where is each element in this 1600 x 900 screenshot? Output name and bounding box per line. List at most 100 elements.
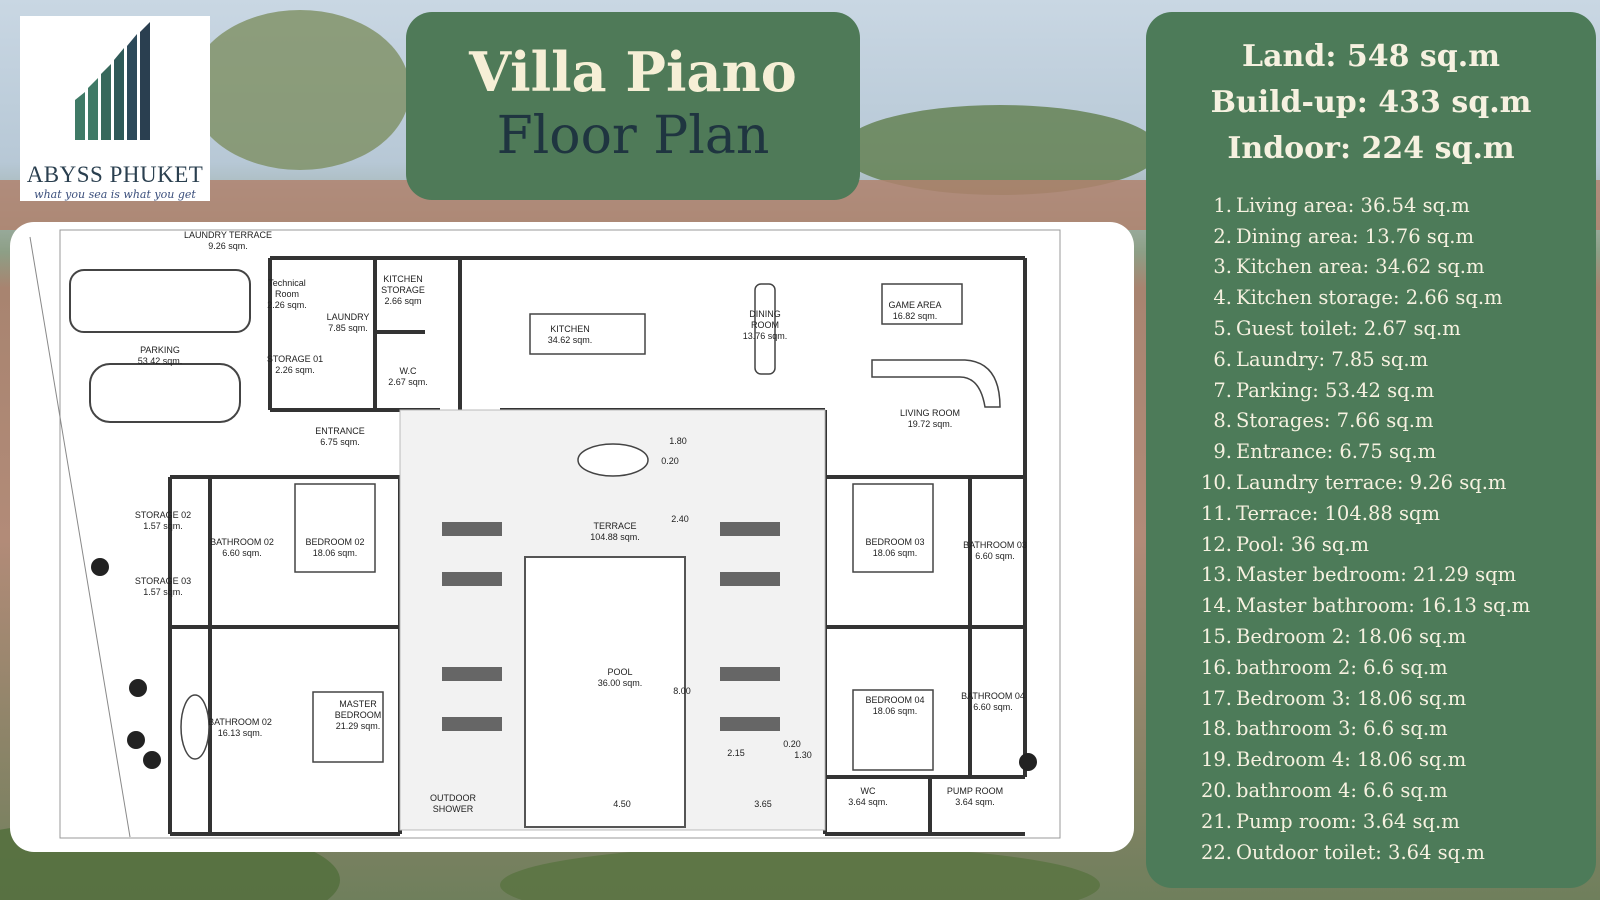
car-icon: [69, 269, 251, 333]
room-area-text: Bedroom 2: 18.06 sq.m: [1236, 625, 1467, 649]
room-list-item: 3.Kitchen area: 34.62 sq.m: [1146, 252, 1596, 283]
dining-table-icon: [754, 283, 776, 375]
label-game-area: GAME AREA: [888, 300, 941, 310]
area-info-panel: Land: 548 sq.m Build-up: 433 sq.m Indoor…: [1146, 12, 1596, 888]
room-number: 5.: [1213, 317, 1232, 341]
room-area-text: Master bedroom: 21.29 sqm: [1236, 563, 1517, 587]
bathtub-icon: [180, 694, 210, 760]
room-area-text: Outdoor toilet: 3.64 sq.m: [1236, 840, 1485, 864]
room-number: 11.: [1200, 501, 1232, 525]
label-bathroom03-area: 6.60 sqm.: [975, 551, 1015, 561]
room-number: 16.: [1200, 655, 1232, 679]
label-wc-outdoor-area: 3.64 sqm.: [848, 797, 888, 807]
room-list-item: 5.Guest toilet: 2.67 sq.m: [1146, 313, 1596, 344]
label-bedroom02-area: 18.06 sqm.: [313, 548, 358, 558]
car-icon: [89, 363, 241, 423]
room-area-text: bathroom 3: 6.6 sq.m: [1236, 717, 1448, 741]
floor-plan-svg: LAUNDRY TERRACE 9.26 sqm. Technical Room…: [29, 229, 1061, 839]
dim-label: 1.30: [794, 750, 812, 760]
beds: [294, 483, 934, 771]
label-parking-area: 53.42 sqm.: [138, 356, 183, 366]
room-number: 22.: [1200, 840, 1232, 864]
room-list-item: 22.Outdoor toilet: 3.64 sq.m: [1146, 837, 1596, 868]
buildup-area: Build-up: 433 sq.m: [1210, 85, 1532, 120]
logo-name: ABYSS PHUKET: [26, 162, 204, 187]
dim-label: 2.15: [727, 748, 745, 758]
label-storage01-area: 2.26 sqm.: [275, 365, 315, 375]
label-master-bedroom: MASTER: [339, 699, 377, 709]
room-number: 9.: [1213, 440, 1232, 464]
room-area-text: Parking: 53.42 sq.m: [1236, 378, 1435, 402]
room-area-text: Storages: 7.66 sq.m: [1236, 409, 1434, 433]
room-list-item: 21.Pump room: 3.64 sq.m: [1146, 806, 1596, 837]
label-master-bedroom-area: 21.29 sqm.: [336, 721, 381, 731]
room-number: 6.: [1213, 347, 1232, 371]
label-laundry-terrace: LAUNDRY TERRACE: [184, 230, 272, 240]
label-wc-area: 2.67 sqm.: [388, 377, 428, 387]
room-list-item: 9.Entrance: 6.75 sq.m: [1146, 436, 1596, 467]
room-number: 14.: [1200, 594, 1232, 618]
room-area-text: Master bathroom: 16.13 sq.m: [1236, 594, 1531, 618]
room-number: 12.: [1200, 532, 1232, 556]
label-master-bathroom: BATHROOM 02: [208, 717, 272, 727]
terrace-table-icon: [577, 443, 649, 477]
room-list-item: 15.Bedroom 2: 18.06 sq.m: [1146, 621, 1596, 652]
label-bathroom04-area: 6.60 sqm.: [973, 702, 1013, 712]
label-bedroom04-area: 18.06 sqm.: [873, 706, 918, 716]
room-list-item: 20.bathroom 4: 6.6 sq.m: [1146, 775, 1596, 806]
room-area-text: Dining area: 13.76 sq.m: [1236, 224, 1474, 248]
room-list-item: 2.Dining area: 13.76 sq.m: [1146, 221, 1596, 252]
title-card: Villa Piano Floor Plan: [406, 12, 860, 200]
label-bathroom02: BATHROOM 02: [210, 537, 274, 547]
room-number: 10.: [1200, 471, 1232, 495]
room-list-item: 11.Terrace: 104.88 sqm: [1146, 498, 1596, 529]
label-storage02-area: 1.57 sqm.: [143, 521, 183, 531]
room-area-text: Guest toilet: 2.67 sq.m: [1236, 317, 1461, 341]
room-area-text: Kitchen storage: 2.66 sq.m: [1236, 286, 1503, 310]
room-list-item: 1.Living area: 36.54 sq.m: [1146, 190, 1596, 221]
label-pump-room: PUMP ROOM: [947, 786, 1003, 796]
dim-label: 1.80: [669, 436, 687, 446]
dim-label: 3.65: [754, 799, 772, 809]
room-list-item: 8.Storages: 7.66 sq.m: [1146, 406, 1596, 437]
label-entrance-area: 6.75 sqm.: [320, 437, 360, 447]
label-storage03-area: 1.57 sqm.: [143, 587, 183, 597]
room-number: 17.: [1200, 686, 1232, 710]
label-laundry: LAUNDRY: [327, 312, 370, 322]
label-dining-area: 13.76 sqm.: [743, 331, 788, 341]
label-parking: PARKING: [140, 345, 180, 355]
label-pump-room-area: 3.64 sqm.: [955, 797, 995, 807]
label-storage01: STORAGE 01: [267, 354, 323, 364]
label-wc-outdoor: WC: [861, 786, 876, 796]
room-area-text: Entrance: 6.75 sq.m: [1236, 440, 1437, 464]
dim-label: 8.00: [673, 686, 691, 696]
room-area-text: Living area: 36.54 sq.m: [1236, 193, 1470, 217]
room-number: 18.: [1200, 717, 1232, 741]
label-technical-room: Technical: [268, 278, 306, 288]
label-pool: POOL: [607, 667, 632, 677]
room-number: 7.: [1213, 378, 1232, 402]
label-kitchen-area: 34.62 sqm.: [548, 335, 593, 345]
company-logo: ABYSS PHUKET what you sea is what you ge…: [20, 16, 210, 201]
label-bedroom04: BEDROOM 04: [865, 695, 924, 705]
label-master-bedroom-2: BEDROOM: [335, 710, 382, 720]
floor-plan-heading: Floor Plan: [496, 106, 770, 166]
label-kitchen-storage: KITCHEN: [383, 274, 423, 284]
room-number: 2.: [1213, 224, 1232, 248]
label-living-room: LIVING ROOM: [900, 408, 960, 418]
room-list-item: 16.bathroom 2: 6.6 sq.m: [1146, 652, 1596, 683]
site-boundary: [59, 229, 1061, 839]
label-bathroom04: BATHROOM 04: [961, 691, 1025, 701]
room-number: 19.: [1200, 748, 1232, 772]
label-terrace-area: 104.88 sqm.: [590, 532, 640, 542]
label-pool-area: 36.00 sqm.: [598, 678, 643, 688]
room-area-text: Bedroom 3: 18.06 sq.m: [1236, 686, 1467, 710]
room-number: 15.: [1200, 625, 1232, 649]
building-bars-icon: [75, 22, 150, 140]
room-list-item: 14.Master bathroom: 16.13 sq.m: [1146, 590, 1596, 621]
label-outdoor-shower-2: SHOWER: [433, 804, 474, 814]
label-bathroom03: BATHROOM 03: [963, 540, 1027, 550]
label-bathroom02-area: 6.60 sqm.: [222, 548, 262, 558]
room-number: 21.: [1200, 809, 1232, 833]
